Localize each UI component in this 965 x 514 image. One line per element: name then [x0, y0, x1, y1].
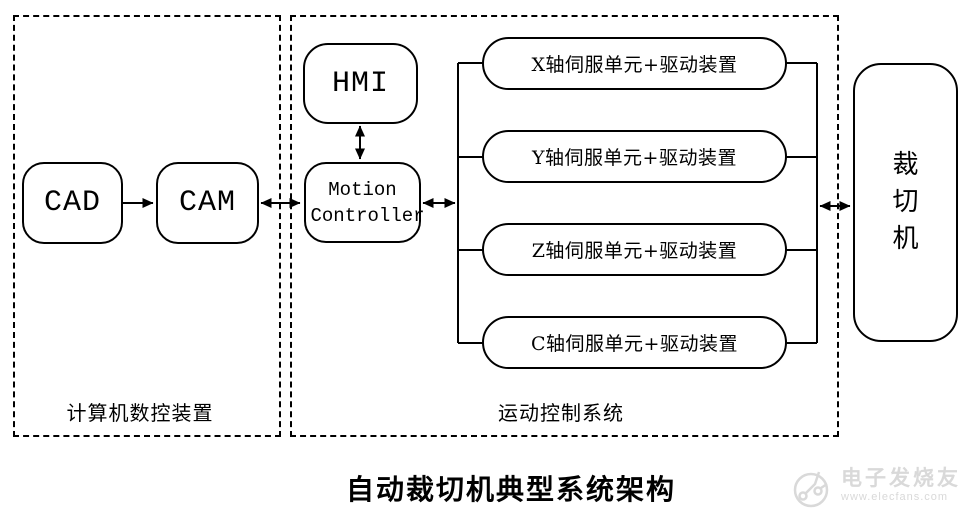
elecfans-logo-icon	[793, 471, 829, 508]
cnc-section-region	[13, 15, 281, 437]
node-hmi: HMI	[303, 43, 418, 124]
node-servo-z: Z轴伺服单元+驱动装置	[482, 223, 787, 276]
node-servo-c-label: C轴伺服单元+驱动装置	[531, 333, 738, 355]
node-servo-x-label: X轴伺服单元+驱动装置	[531, 54, 738, 76]
watermark: 电子发烧友 www.elecfans.com	[789, 460, 961, 510]
node-servo-y: Y轴伺服单元+驱动装置	[482, 130, 787, 183]
node-cam: CAM	[156, 162, 259, 244]
watermark-site: www.elecfans.com	[841, 490, 949, 503]
motion-section-label: 运动控制系统	[498, 401, 624, 425]
node-cutting-machine: 裁切机	[853, 63, 958, 342]
diagram-caption: 自动裁切机典型系统架构	[345, 474, 677, 505]
node-cam-label: CAM	[178, 186, 236, 220]
cnc-section-label: 计算机数控装置	[66, 401, 214, 425]
node-cad-label: CAD	[43, 186, 101, 220]
node-servo-y-label: Y轴伺服单元+驱动装置	[532, 147, 737, 169]
node-cad: CAD	[22, 162, 123, 244]
node-motion-controller-label: Motion Controller	[310, 178, 425, 227]
node-servo-c: C轴伺服单元+驱动装置	[482, 316, 787, 369]
node-servo-x: X轴伺服单元+驱动装置	[482, 37, 787, 90]
node-hmi-label: HMI	[331, 66, 389, 101]
node-servo-z-label: Z轴伺服单元+驱动装置	[531, 240, 738, 262]
motion-section-region	[290, 15, 839, 437]
node-motion-controller: Motion Controller	[304, 162, 425, 243]
node-cutting-machine-label: 裁切机	[892, 150, 919, 254]
watermark-brand: 电子发烧友	[841, 467, 961, 491]
